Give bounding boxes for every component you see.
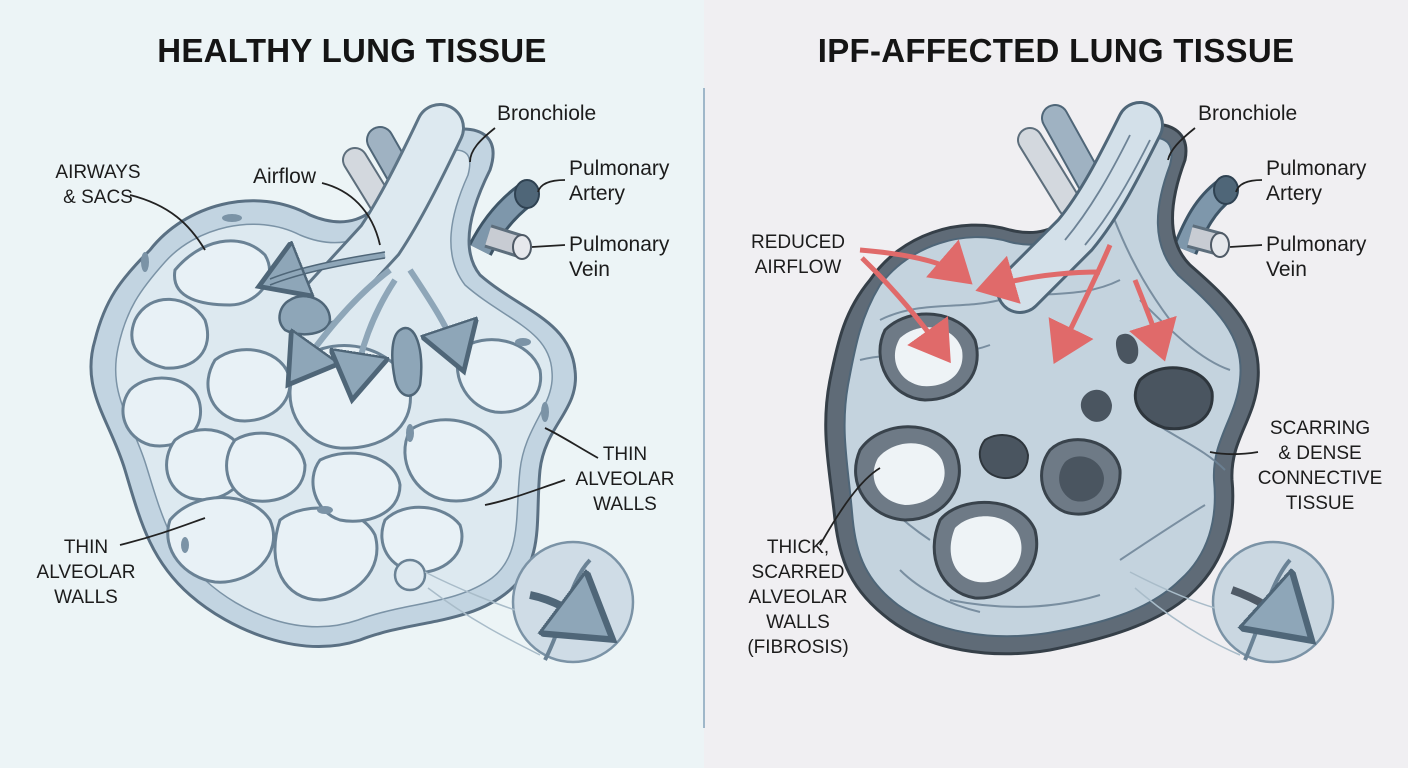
healthy-bronchiole-label: Bronchiole <box>497 102 597 125</box>
healthy-thin-walls-left-label: THIN ALVEOLAR WALLS <box>36 537 136 608</box>
healthy-airflow-label: Airflow <box>253 165 317 188</box>
healthy-pulmonary-vein-label: Pulmonary Vein <box>569 233 670 281</box>
healthy-lung-illustration <box>89 103 635 664</box>
ipf-lung-illustration <box>819 101 1335 664</box>
healthy-airways-sacs-label: AIRWAYS & SACS <box>55 162 141 208</box>
healthy-pulmonary-artery-label: Pulmonary Artery <box>569 157 670 205</box>
ipf-thick-walls-label: THICK, SCARRED ALVEOLAR WALLS (FIBROSIS) <box>747 537 849 658</box>
healthy-title: HEALTHY LUNG TISSUE <box>157 32 547 69</box>
ipf-scarring-label: SCARRING & DENSE CONNECTIVE TISSUE <box>1257 418 1383 514</box>
ipf-reduced-airflow-label: REDUCED AIRFLOW <box>751 232 845 278</box>
ipf-pulmonary-artery-label: Pulmonary Artery <box>1266 157 1367 205</box>
ipf-bronchiole-label: Bronchiole <box>1198 102 1298 125</box>
ipf-pulmonary-vein-label: Pulmonary Vein <box>1266 233 1367 281</box>
healthy-thin-walls-right-label: THIN ALVEOLAR WALLS <box>575 444 675 515</box>
ipf-title: IPF-AFFECTED LUNG TISSUE <box>817 32 1295 69</box>
panel-divider <box>703 88 705 728</box>
